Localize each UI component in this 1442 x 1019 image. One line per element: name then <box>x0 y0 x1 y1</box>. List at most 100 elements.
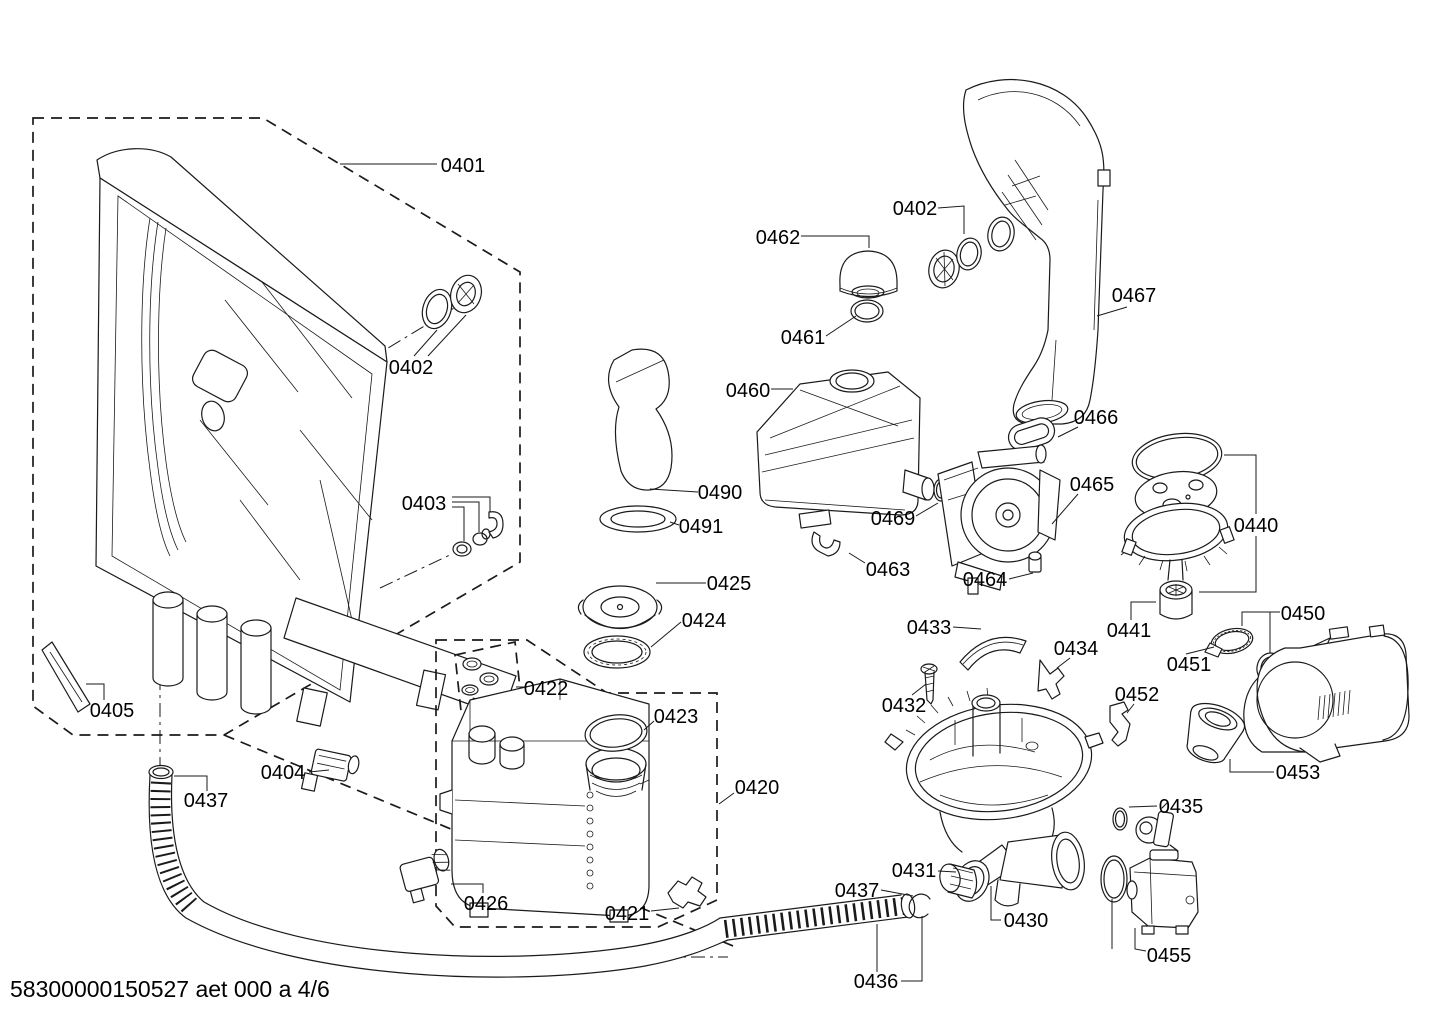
leader-0465 <box>1051 493 1079 525</box>
part-label-0452: 0452 <box>1115 684 1160 706</box>
leader-0437-left <box>174 775 208 791</box>
part-label-0465: 0465 <box>1070 474 1115 496</box>
clip-0434 <box>1037 659 1065 700</box>
part-label-0432: 0432 <box>882 695 927 717</box>
leader-0402-top <box>937 205 965 234</box>
part-label-0435: 0435 <box>1159 796 1204 818</box>
part-label-0440: 0440 <box>1234 515 1279 537</box>
part-label-0437-left: 0437 <box>184 790 229 812</box>
part-label-0401: 0401 <box>441 155 486 177</box>
seal-set-0402-top <box>928 216 1015 289</box>
leader-0434 <box>1056 657 1071 669</box>
seal-set-0402-left <box>421 274 483 330</box>
part-label-0466: 0466 <box>1074 407 1119 429</box>
leader-0451 <box>1185 646 1215 655</box>
leader-0455 <box>1134 928 1147 952</box>
softener-assembly-0420 <box>399 639 718 928</box>
expansion-tank-0460 <box>756 250 949 557</box>
leader-0463 <box>848 552 866 564</box>
part-label-0424: 0424 <box>682 610 727 632</box>
leader-0433 <box>952 626 982 630</box>
part-label-0402-left: 0402 <box>389 357 434 379</box>
leader-0461 <box>825 315 857 337</box>
stub-0464 <box>1028 551 1042 573</box>
part-label-0460: 0460 <box>726 380 771 402</box>
leader-0423 <box>643 720 655 731</box>
cover-0433 <box>959 636 1027 671</box>
drawing-number-footer: 58300000150527 aet 000 a 4/6 <box>10 976 330 1002</box>
leader-0466 <box>1057 426 1079 438</box>
base-cylinders <box>152 591 272 715</box>
part-label-0434: 0434 <box>1054 638 1099 660</box>
air-duct-0467 <box>928 79 1111 451</box>
part-label-0431: 0431 <box>892 860 937 882</box>
part-label-0404: 0404 <box>261 762 306 784</box>
screw-0432 <box>920 663 938 705</box>
impeller-assembly-0440 <box>1120 432 1235 620</box>
salt-funnel-0490 <box>599 348 677 533</box>
leader-0432 <box>911 683 927 696</box>
leader-0403 <box>452 506 465 541</box>
leader-0462 <box>801 235 870 248</box>
part-label-0451: 0451 <box>1167 654 1212 676</box>
valve-0404 <box>300 748 360 792</box>
salt-cap-0425 <box>577 585 663 630</box>
heater-pump-0465 <box>937 444 1061 595</box>
bracket-0463 <box>811 531 841 557</box>
leader-0452 <box>1126 703 1135 714</box>
part-label-0467: 0467 <box>1112 285 1157 307</box>
leader-0436 <box>901 916 923 982</box>
part-label-0462: 0462 <box>756 227 801 249</box>
cone-seal-0453 <box>1186 702 1246 764</box>
check-valve-0435 <box>1112 801 1179 852</box>
leader-0403 <box>452 501 480 532</box>
circulation-pump-0450 <box>1109 624 1410 764</box>
leader-0440 <box>1199 536 1257 593</box>
drain-hose-0436 <box>148 764 931 978</box>
leader-0469 <box>915 502 939 517</box>
part-label-0422: 0422 <box>524 678 569 700</box>
part-label-0491: 0491 <box>679 516 724 538</box>
part-label-0420: 0420 <box>735 777 780 799</box>
part-label-0402-top: 0402 <box>893 198 938 220</box>
part-label-0490: 0490 <box>698 482 743 504</box>
part-label-0455: 0455 <box>1147 945 1192 967</box>
part-label-0421: 0421 <box>605 903 650 925</box>
valve-0426 <box>399 848 451 904</box>
leader-0435 <box>1128 805 1158 808</box>
leader-0430 <box>990 886 1001 921</box>
part-label-0433: 0433 <box>907 617 952 639</box>
leader-0440 <box>1224 454 1257 514</box>
leader-0402-left <box>427 314 467 357</box>
duct-clip <box>1097 169 1111 187</box>
part-label-0441: 0441 <box>1107 620 1152 642</box>
leader-0467 <box>1096 306 1128 317</box>
leader-0420 <box>718 792 735 805</box>
leader-0424 <box>650 621 682 648</box>
part-label-0426: 0426 <box>464 893 509 915</box>
bracket-0452 <box>1109 701 1131 747</box>
leader-0426 <box>451 883 484 893</box>
cap-seal-0424 <box>583 635 651 669</box>
part-label-0423: 0423 <box>654 706 699 728</box>
part-label-0450: 0450 <box>1281 603 1326 625</box>
part-label-0453: 0453 <box>1276 762 1321 784</box>
rail-0405 <box>41 641 91 713</box>
leader-0403 <box>452 496 491 512</box>
leader-0437-right <box>880 889 914 897</box>
leader-0402-left <box>413 329 438 357</box>
part-label-0469: 0469 <box>871 508 916 530</box>
part-label-0403: 0403 <box>402 493 447 515</box>
leader-0450 <box>1241 611 1280 626</box>
part-label-0463: 0463 <box>866 559 911 581</box>
leader-0453 <box>1229 759 1274 773</box>
part-label-0437-right: 0437 <box>835 880 880 902</box>
part-label-0436: 0436 <box>854 971 899 993</box>
cap-0462 <box>839 250 898 298</box>
grommet-set-0403 <box>452 511 504 557</box>
funnel-seal-0491 <box>599 505 677 533</box>
clip-0421 <box>667 876 707 909</box>
micro-filter-0441 <box>1159 580 1193 620</box>
